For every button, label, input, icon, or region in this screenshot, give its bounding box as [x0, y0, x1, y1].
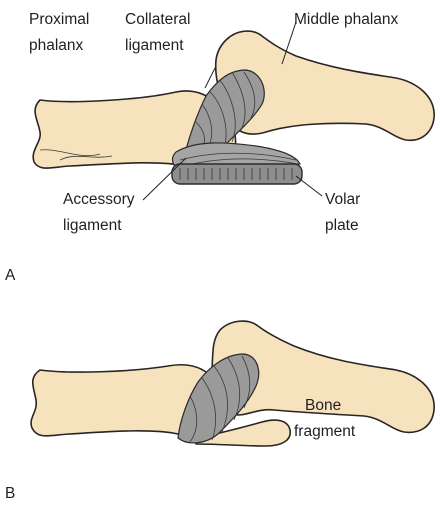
collateral-ligament-leader [205, 68, 215, 88]
label-volar-plate: Volar plate [325, 191, 365, 234]
volar-plate-a [172, 164, 302, 184]
panel-b-letter: B [5, 485, 15, 502]
volar-plate-leader [296, 176, 322, 196]
panel-a: Proximal phalanx Collateral ligament Mid… [5, 11, 434, 284]
label-accessory-ligament: Accessory ligament [63, 191, 139, 234]
label-proximal-phalanx: Proximal phalanx [29, 11, 94, 54]
label-collateral-ligament: Collateral ligament [125, 11, 195, 54]
panel-b: Bone fragment B [5, 321, 434, 502]
panel-a-letter: A [5, 267, 16, 284]
label-middle-phalanx: Middle phalanx [294, 11, 399, 28]
